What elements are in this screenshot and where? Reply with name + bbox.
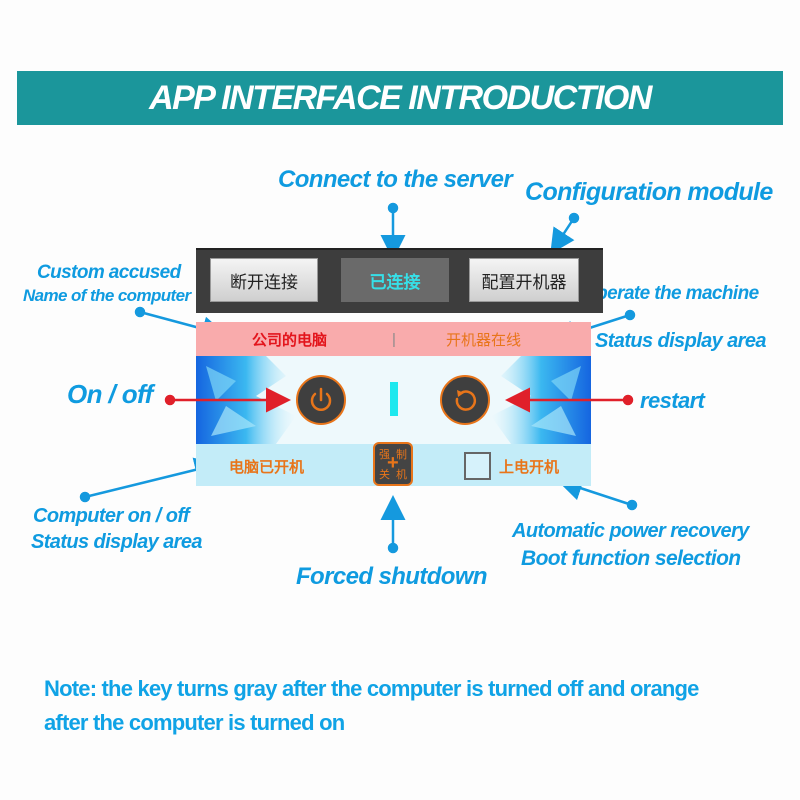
page-title: APP INTERFACE INTRODUCTION <box>149 78 652 117</box>
annotation-dot <box>568 212 580 224</box>
control-area <box>196 356 591 444</box>
restart-icon <box>455 390 477 411</box>
label-auto-power-1: Automatic power recovery <box>512 520 749 542</box>
plus-icon: + <box>387 452 399 474</box>
annotation-dot <box>626 499 638 511</box>
on-off-dot <box>164 394 176 406</box>
label-custom-name-1: Custom accused <box>37 262 181 283</box>
label-connect-server: Connect to the server <box>278 166 513 193</box>
annotation-dot <box>79 491 91 503</box>
header-banner: APP INTERFACE INTRODUCTION <box>17 71 783 125</box>
label-forced-shutdown: Forced shutdown <box>296 563 488 590</box>
label-config-module: Configuration module <box>525 178 773 206</box>
label-status-area: Status display area <box>595 330 767 352</box>
bottom-bar: 电脑已开机 强 制 关 机 + 上电开机 <box>196 442 591 486</box>
label-auto-power-2: Boot function selection <box>521 547 741 570</box>
force-char: 制 <box>396 449 407 461</box>
app-toolbar: 断开连接 已连接 配置开机器 <box>196 248 603 313</box>
disconnect-button[interactable]: 断开连接 <box>210 258 318 302</box>
restart-button[interactable] <box>440 375 490 425</box>
power-button[interactable] <box>296 375 346 425</box>
label-operate-machine: Operate the machine <box>582 283 759 304</box>
auto-power-label: 上电开机 <box>499 459 560 476</box>
computer-state: 电脑已开机 <box>229 459 305 476</box>
configure-device-button[interactable]: 配置开机器 <box>469 258 579 302</box>
annotation-dot <box>134 306 146 318</box>
note-line-1: Note: the key turns gray after the compu… <box>44 676 699 701</box>
label-custom-name-2: Name of the computer <box>23 286 191 305</box>
status-indicator <box>390 382 398 416</box>
computer-name: 公司的电脑 <box>252 331 328 349</box>
annotation-dot <box>387 542 399 554</box>
note-line-2: after the computer is turned on <box>44 710 345 735</box>
force-char: 关 <box>379 469 390 481</box>
force-char: 机 <box>396 469 407 481</box>
status-separator: | <box>392 330 396 348</box>
auto-power-checkbox[interactable] <box>464 452 491 480</box>
note: Note: the key turns gray after the compu… <box>44 672 784 740</box>
config-arrow <box>550 217 576 255</box>
power-icon <box>310 387 332 411</box>
label-computer-status-1: Computer on / off <box>33 505 190 527</box>
label-on-off: On / off <box>67 379 153 409</box>
label-restart: restart <box>640 388 705 413</box>
status-bar: 公司的电脑 | 开机器在线 <box>196 322 591 356</box>
machine-status: 开机器在线 <box>446 331 522 349</box>
label-computer-status-2: Status display area <box>31 531 203 553</box>
annotation-dot <box>387 202 399 214</box>
restart-dot <box>622 394 634 406</box>
annotation-dot <box>624 309 636 321</box>
force-char: 强 <box>379 449 390 461</box>
connected-status-button[interactable]: 已连接 <box>341 258 449 302</box>
force-shutdown-button[interactable]: 强 制 关 机 + <box>373 442 413 486</box>
